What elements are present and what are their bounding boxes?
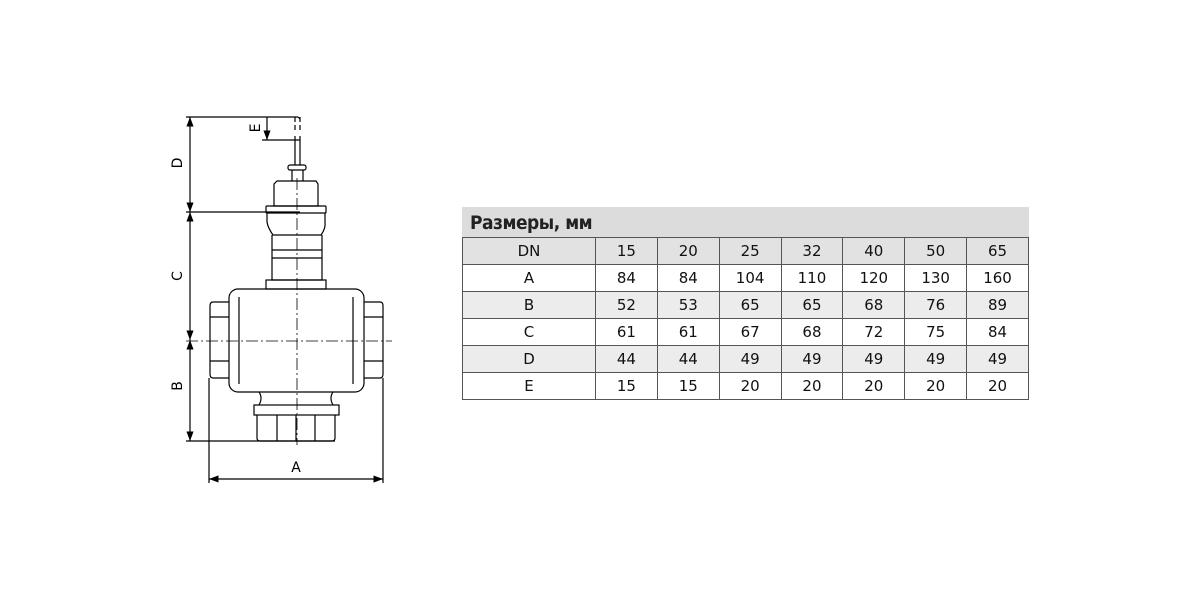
value-cell: 65 [780,291,844,319]
value-cell: 84 [966,318,1029,346]
dim-label-b: B [170,381,186,391]
value-cell: 130 [904,264,968,292]
value-cell: 49 [904,345,968,373]
row-label-cell: E [462,372,596,400]
value-cell: 20 [904,372,968,400]
value-cell: 160 [966,264,1029,292]
value-cell: 110 [780,264,844,292]
value-cell: 49 [718,345,782,373]
value-cell: 65 [718,291,782,319]
value-cell: 20 [780,372,844,400]
value-cell: 104 [718,264,782,292]
row-label-cell: C [462,318,596,346]
value-cell: 50 [904,237,968,265]
value-cell: 68 [780,318,844,346]
value-cell: 49 [780,345,844,373]
value-cell: 76 [904,291,968,319]
value-cell: 120 [842,264,906,292]
value-cell: 25 [718,237,782,265]
row-label-cell: DN [462,237,596,265]
dim-label-d: D [170,158,186,169]
value-cell: 32 [780,237,844,265]
value-cell: 40 [842,237,906,265]
value-cell: 67 [718,318,782,346]
value-cell: 20 [656,237,720,265]
value-cell: 84 [656,264,720,292]
value-cell: 65 [966,237,1029,265]
value-cell: 20 [966,372,1029,400]
value-cell: 84 [595,264,658,292]
row-label-cell: B [462,291,596,319]
dim-label-a: A [291,460,301,476]
value-cell: 44 [656,345,720,373]
value-cell: 75 [904,318,968,346]
value-cell: 15 [656,372,720,400]
dim-label-e: E [248,124,264,133]
center-lines [186,178,392,445]
row-label-cell: D [462,345,596,373]
value-cell: 49 [966,345,1029,373]
value-cell: 44 [595,345,658,373]
value-cell: 53 [656,291,720,319]
valve-outline [186,116,384,483]
value-cell: 49 [842,345,906,373]
value-cell: 61 [656,318,720,346]
table-title: Размеры, мм [462,207,1029,237]
value-cell: 72 [842,318,906,346]
value-cell: 52 [595,291,658,319]
value-cell: 15 [595,237,658,265]
row-label-cell: A [462,264,596,292]
value-cell: 20 [842,372,906,400]
value-cell: 61 [595,318,658,346]
value-cell: 89 [966,291,1029,319]
value-cell: 68 [842,291,906,319]
value-cell: 15 [595,372,658,400]
valve-dimension-drawing: D C B E A [170,116,392,483]
value-cell: 20 [718,372,782,400]
dim-label-c: C [170,271,186,281]
